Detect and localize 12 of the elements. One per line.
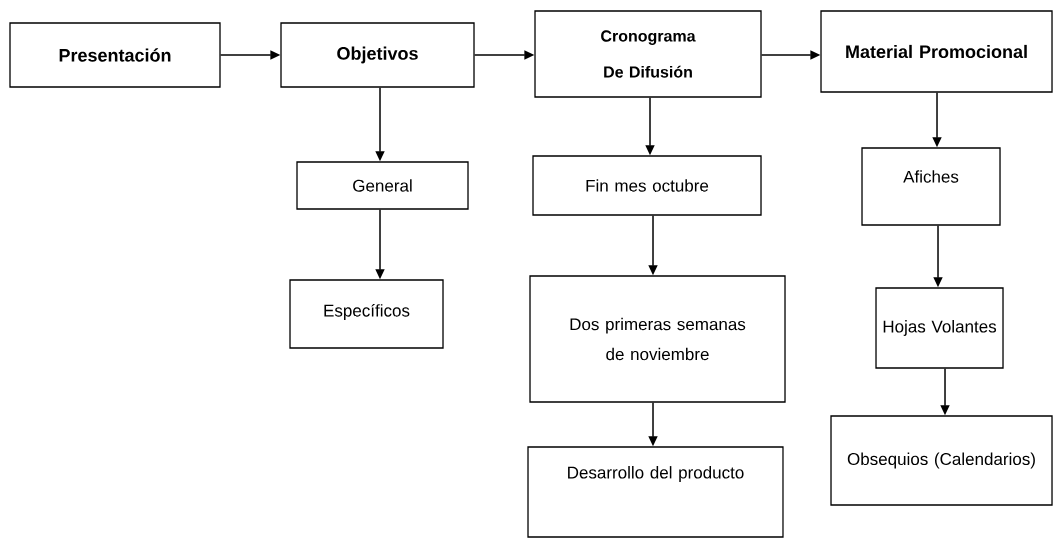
process-box: Cronograma De Difusión — [534, 10, 762, 98]
process-box: Desarrollo del producto — [527, 446, 784, 538]
process-box: Presentación — [9, 22, 221, 88]
process-box: Afiches — [861, 147, 1001, 226]
process-box: Hojas Volantes — [875, 287, 1004, 369]
process-box: Material Promocional — [820, 10, 1053, 93]
process-box: General — [296, 161, 469, 210]
process-box: Obsequios (Calendarios) — [830, 415, 1053, 506]
process-box: Objetivos — [280, 22, 475, 88]
process-box: Específicos — [289, 279, 444, 349]
process-box: Fin mes octubre — [532, 155, 762, 216]
process-box: Dos primeras semanas de noviembre — [529, 275, 786, 403]
